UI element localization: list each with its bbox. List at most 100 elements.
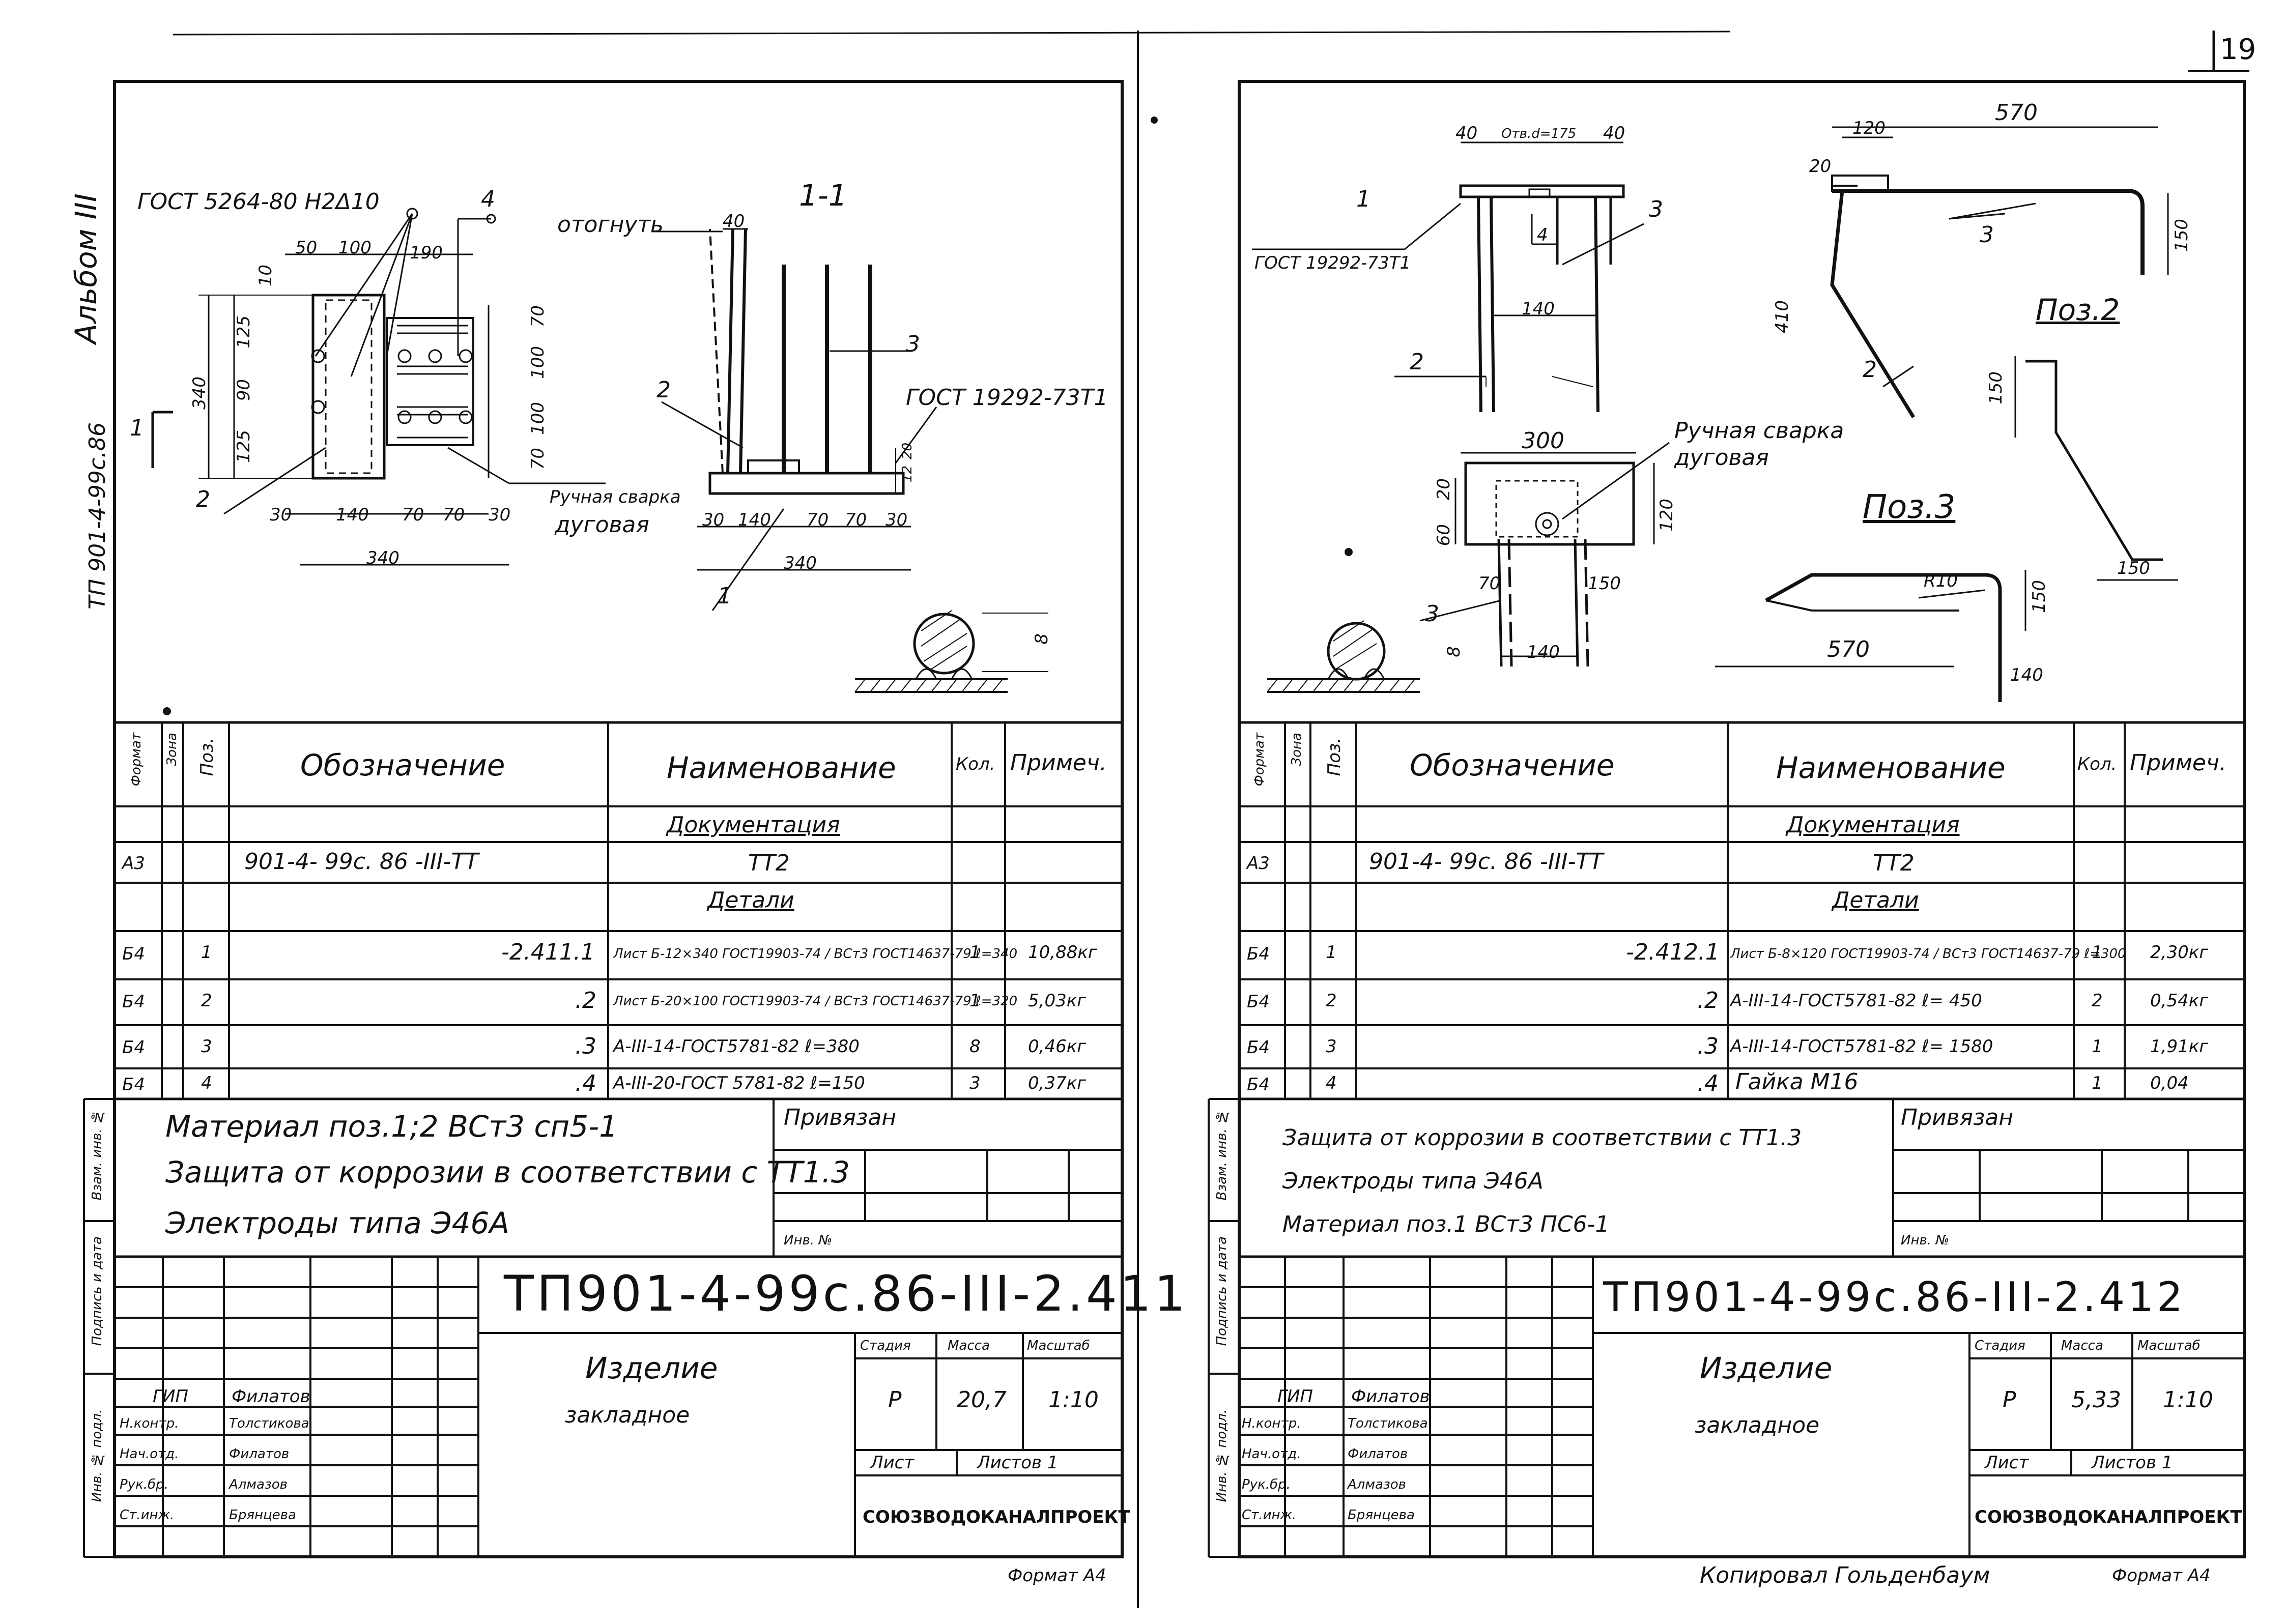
spec-name: Лист Б-12×340 ГОСТ19903-74 / ВСт3 ГОСТ14… <box>613 946 1018 962</box>
right-dim-hole: Отв.d=175 <box>1501 126 1577 141</box>
right-title-name-2: закладное <box>1695 1412 1820 1438</box>
right-weld-manual: Ручная сварка <box>1674 418 1844 444</box>
left-dim-bot-70a: 70 <box>402 505 424 525</box>
left-section-details: Детали <box>707 887 794 913</box>
right-top-570: 570 <box>1995 100 2038 126</box>
left-bend-note: отогнуть <box>557 212 664 238</box>
footer-format-right: Формат А4 <box>2112 1565 2211 1586</box>
left-dim-bot-140: 140 <box>336 505 369 525</box>
left-dim-top-100: 100 <box>338 238 372 258</box>
right-dim-top-40a: 40 <box>1455 123 1478 143</box>
spec-format: Б4 <box>122 1037 145 1058</box>
right-note-2: Электроды типа Э46А <box>1282 1168 1544 1194</box>
right-staff-role-4: Рук.бр. <box>1242 1477 1291 1492</box>
right-staff-name-2: Толстикова <box>1348 1416 1428 1431</box>
right-sheet-label: Лист <box>1985 1453 2029 1473</box>
right-dim-300: 300 <box>1522 428 1564 454</box>
right-hdr-zone: Зона <box>1289 733 1304 766</box>
right-scale-hdr: Масштаб <box>2137 1338 2201 1353</box>
left-dim-left-90: 90 <box>234 379 254 401</box>
left-dim-left-340: 340 <box>189 376 210 410</box>
spec-designation: .4 <box>1697 1070 1719 1096</box>
left-hdr-format: Формат <box>129 733 144 787</box>
left-side-label-3: Инв. № подл. <box>90 1409 105 1502</box>
right-staff-name-5: Брянцева <box>1348 1507 1415 1523</box>
right-org: СОЮЗВОДОКАНАЛПРОЕКТ <box>1975 1507 2242 1527</box>
right-sheets-label: Листов 1 <box>2092 1453 2173 1473</box>
right-pos2-dim-a: 150 <box>1986 371 2006 404</box>
left-sec-dim-140: 140 <box>738 510 771 530</box>
left-sheets-label: Листов 1 <box>977 1453 1059 1473</box>
page-number: 19 <box>2220 33 2257 66</box>
left-staff-role-3: Нач.отд. <box>120 1446 179 1462</box>
left-side-label-1: Взам. инв. № <box>90 1109 105 1201</box>
right-staff-name-4: Алмазов <box>1348 1477 1407 1492</box>
left-hdr-designation: Обозначение <box>300 748 505 782</box>
right-dim-140b: 140 <box>1527 642 1560 662</box>
left-staff-role-5: Ст.инж. <box>120 1507 175 1523</box>
left-sec-dim-30b: 30 <box>886 510 908 530</box>
left-title-code: ТП901-4-99с.86-III-2.411 <box>504 1265 1189 1322</box>
right-dim-140a: 140 <box>1522 299 1555 319</box>
footer-format-left: Формат А4 <box>1008 1565 1106 1586</box>
left-section-docs: Документация <box>667 812 840 838</box>
spec-name: А-III-14-ГОСТ5781-82 ℓ=380 <box>613 1036 860 1057</box>
right-pos3-570: 570 <box>1827 636 1870 662</box>
left-dim-left-125b: 125 <box>234 430 254 463</box>
left-staff-name-2: Толстикова <box>229 1416 309 1431</box>
left-title-name-1: Изделие <box>585 1351 718 1385</box>
left-dim-bend: 40 <box>723 211 745 231</box>
left-dim-top-190: 190 <box>410 243 443 263</box>
left-stage-hdr: Стадия <box>860 1338 911 1353</box>
right-staff-role-1: ГИП <box>1277 1386 1313 1407</box>
spec-designation: .2 <box>575 988 596 1013</box>
right-pos-4: 4 <box>1537 225 1548 245</box>
right-hdr-format: Формат <box>1252 733 1267 787</box>
right-stage: Р <box>2003 1387 2016 1413</box>
spec-format: Б4 <box>122 1075 145 1095</box>
right-pos3-150: 150 <box>2029 580 2049 613</box>
spec-note: 1,91кг <box>2150 1036 2209 1057</box>
right-hdr-designation: Обозначение <box>1410 748 1615 782</box>
spec-designation: -2.412.1 <box>1626 939 1720 965</box>
right-staff-role-5: Ст.инж. <box>1242 1507 1297 1523</box>
spec-name: А-III-20-ГОСТ 5781-82 ℓ=150 <box>613 1073 865 1093</box>
right-top-120: 120 <box>1852 118 1886 138</box>
left-sec-dim-70b: 70 <box>845 510 867 530</box>
spec-format: Б4 <box>122 944 145 964</box>
spec-name: Лист Б-20×100 ГОСТ19903-74 / ВСт3 ГОСТ14… <box>613 994 1018 1009</box>
left-staff-name-1: Филатов <box>232 1386 310 1407</box>
left-dim-left-125a: 125 <box>234 315 254 349</box>
left-weld-manual: Ручная сварка <box>550 487 681 507</box>
right-hdr-name: Наименование <box>1776 750 2006 785</box>
left-doc-name: ТТ2 <box>748 850 790 876</box>
left-hdr-qty: Кол. <box>956 754 995 774</box>
spec-note: 5,03кг <box>1028 991 1087 1011</box>
right-doc-name: ТТ2 <box>1873 850 1915 876</box>
left-staff-role-1: ГИП <box>153 1386 188 1407</box>
left-pos-3: 3 <box>906 331 920 357</box>
right-dim-8: 8 <box>1444 646 1464 657</box>
left-dim-right-70b: 70 <box>528 448 548 470</box>
right-pos-1: 1 <box>1356 186 1370 212</box>
spec-name: А-III-14-ГОСТ5781-82 ℓ= 1580 <box>1730 1036 1993 1057</box>
spec-pos: 1 <box>201 942 212 963</box>
left-dim-total: 340 <box>366 548 399 568</box>
spec-pos: 4 <box>201 1073 212 1093</box>
spec-qty: 1 <box>2092 1036 2103 1057</box>
right-inv-no: Инв. № <box>1901 1233 1950 1248</box>
right-title-name-1: Изделие <box>1700 1351 1833 1385</box>
right-side-label-3: Инв. № подл. <box>1214 1409 1230 1502</box>
left-org: СОЮЗВОДОКАНАЛПРОЕКТ <box>863 1507 1130 1527</box>
left-dim-weld-12: 12 <box>900 466 915 483</box>
right-dim-120: 120 <box>1656 499 1677 532</box>
right-dim-150: 150 <box>1588 573 1621 594</box>
spec-designation: .3 <box>575 1033 596 1059</box>
left-dim-bot-30b: 30 <box>489 505 511 525</box>
left-hdr-pos: Поз. <box>197 738 217 776</box>
right-scale: 1:10 <box>2163 1387 2213 1413</box>
right-staff-role-3: Нач.отд. <box>1242 1446 1301 1462</box>
left-pos-4: 4 <box>481 186 495 212</box>
right-stage-hdr: Стадия <box>1975 1338 2025 1353</box>
spec-name: Гайка М16 <box>1735 1069 1859 1095</box>
